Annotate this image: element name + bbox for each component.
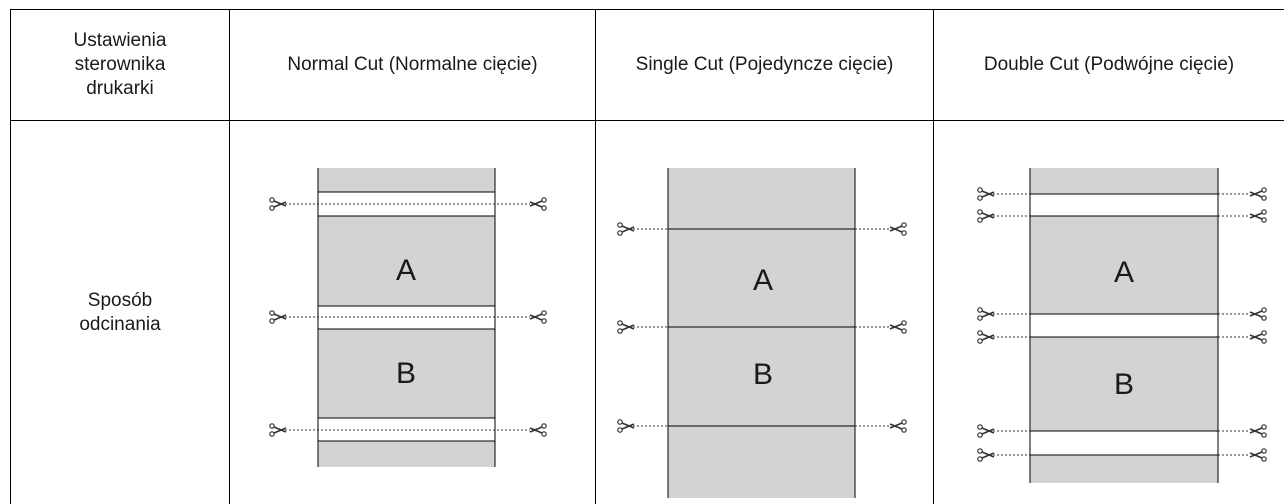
scissors-icon — [529, 309, 548, 325]
scissors-icon — [976, 306, 995, 322]
scissors-icon — [1249, 187, 1267, 201]
scissors-icon — [1249, 329, 1267, 345]
double-cut-diagram: A B — [976, 168, 1267, 483]
cut-margin — [1030, 314, 1218, 337]
scissors-icon — [976, 329, 995, 345]
scissors-icon — [268, 422, 287, 438]
scissors-icon — [1249, 209, 1267, 223]
scissors-icon — [1249, 306, 1267, 322]
scissors-icon — [1249, 423, 1267, 439]
table-border-left — [10, 9, 11, 504]
paper-roll — [668, 168, 855, 498]
scissors-icon — [529, 197, 548, 211]
scissors-icon — [976, 187, 995, 201]
page-label-b: B — [396, 357, 416, 390]
table-col-divider-2 — [595, 9, 596, 504]
scissors-icon — [976, 209, 995, 223]
header-printer-driver-settings: Ustawienia sterownika drukarki — [73, 30, 167, 99]
cut-margin — [1030, 194, 1218, 216]
header-single-cut: Single Cut (Pojedyncze cięcie) — [635, 54, 894, 75]
row-label-cutting-method: Sposób odcinania — [79, 289, 161, 335]
scissors-icon — [268, 197, 287, 211]
normal-cut-diagram: A B — [268, 168, 548, 467]
page-label-b: B — [1114, 368, 1134, 401]
table-col-divider-1 — [229, 9, 230, 504]
scissors-icon — [268, 309, 287, 325]
single-cut-diagram: A B — [616, 168, 908, 498]
scissors-icon — [616, 418, 635, 434]
table-col-divider-3 — [933, 9, 934, 504]
page-label-a: A — [753, 264, 773, 297]
scissors-icon — [976, 447, 995, 463]
table-border-top — [10, 9, 1284, 10]
scissors-icon — [889, 222, 908, 236]
scissors-icon — [616, 222, 635, 236]
scissors-icon — [529, 422, 548, 438]
scissors-icon — [1249, 447, 1267, 463]
page-label-a: A — [396, 254, 416, 287]
scissors-icon — [889, 319, 908, 335]
scissors-icon — [976, 423, 995, 439]
page-label-b: B — [753, 358, 773, 391]
header-normal-cut: Normal Cut (Normalne cięcie) — [287, 54, 538, 75]
page-label-a: A — [1114, 256, 1134, 289]
scissors-icon — [889, 418, 908, 434]
cut-margin — [1030, 431, 1218, 455]
scissors-icon — [616, 319, 635, 335]
table-header-divider — [10, 120, 1284, 121]
header-double-cut: Double Cut (Podwójne cięcie) — [983, 54, 1235, 75]
